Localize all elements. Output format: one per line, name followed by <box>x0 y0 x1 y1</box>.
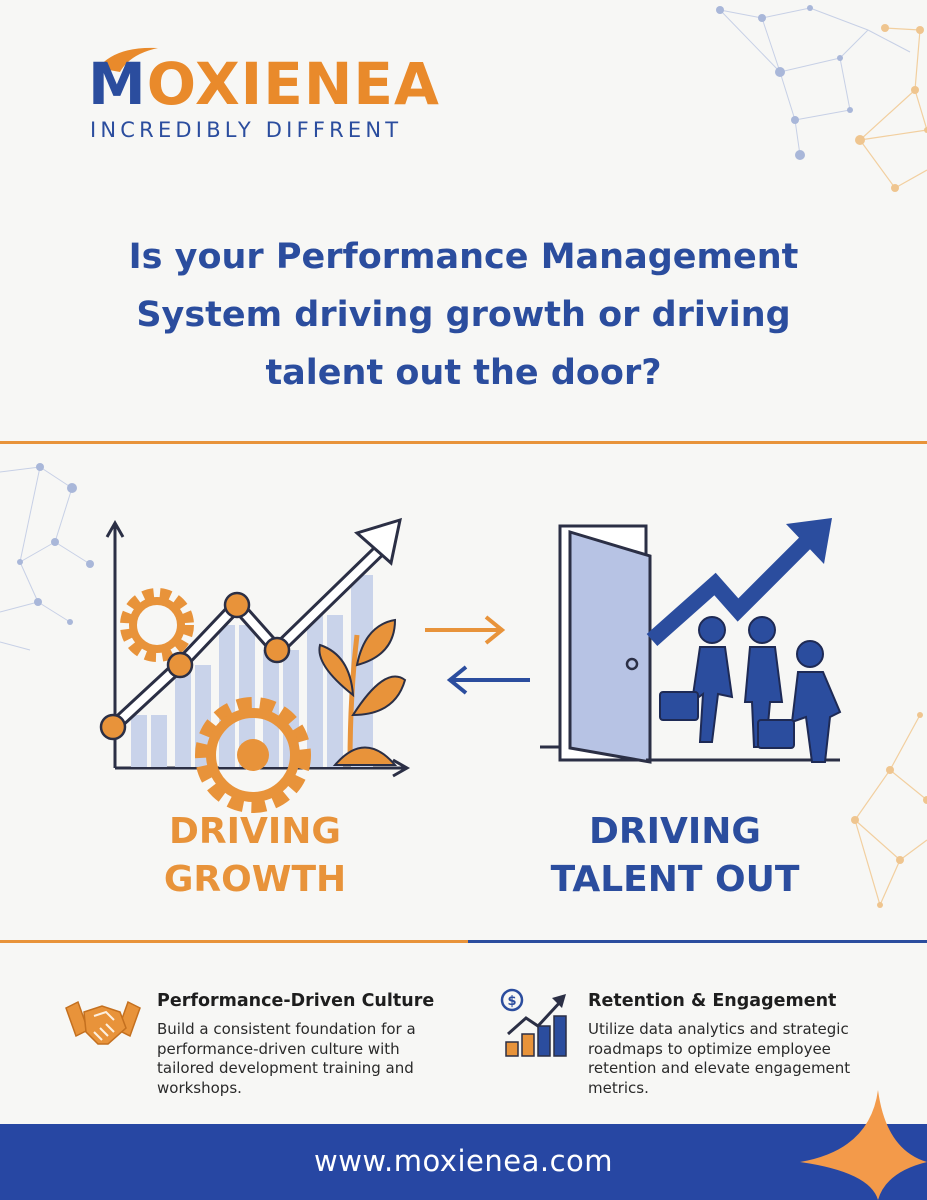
brand-tagline: INCREDIBLY DIFFRENT <box>90 118 403 142</box>
growth-chart-illustration-icon <box>99 517 411 813</box>
feature-desc-retention: Utilize data analytics and strategic roa… <box>588 1020 851 1097</box>
label-driving-growth: DRIVING GROWTH <box>130 808 380 904</box>
star-sparkle-icon <box>800 1090 927 1200</box>
footer-bar <box>0 1124 927 1200</box>
network-pattern-left <box>0 463 94 651</box>
label-driving-talent-out: DRIVING TALENT OUT <box>540 808 810 904</box>
brand-name-initial: M <box>88 50 147 118</box>
label-growth-line-2: GROWTH <box>163 859 347 900</box>
headline-line-1: Is your Performance Management <box>128 237 799 277</box>
bar-chart-growth-icon: $ <box>500 988 567 1057</box>
brand-logo: MOXIENEA INCREDIBLY DIFFRENT <box>88 47 448 152</box>
headline-line-3: talent out the door? <box>265 353 662 393</box>
svg-text:$: $ <box>507 994 516 1009</box>
talent-leaving-illustration-icon <box>540 518 842 764</box>
feature-desc-culture: Build a consistent foundation for a perf… <box>157 1020 416 1097</box>
divider-bottom-blue <box>468 940 927 943</box>
exchange-arrows-icon <box>425 615 530 695</box>
network-pattern-top-right <box>716 5 927 192</box>
label-growth-line-1: DRIVING <box>169 811 341 852</box>
logo-swoosh-icon <box>98 47 158 72</box>
headline-line-2: System driving growth or driving <box>136 295 791 335</box>
footer-url-link[interactable]: www.moxienea.com <box>313 1144 614 1178</box>
label-talent-line-2: TALENT OUT <box>550 859 800 900</box>
network-pattern-right <box>851 712 927 908</box>
label-talent-line-1: DRIVING <box>589 811 761 852</box>
feature-title-culture: Performance-Driven Culture <box>157 991 435 1011</box>
divider-top <box>0 441 927 444</box>
divider-bottom-orange <box>0 940 468 943</box>
headline: Is your Performance Management System dr… <box>60 228 867 402</box>
brand-name: MOXIENEA <box>88 50 440 118</box>
feature-title-retention: Retention & Engagement <box>588 991 837 1011</box>
handshake-icon <box>65 1000 141 1045</box>
